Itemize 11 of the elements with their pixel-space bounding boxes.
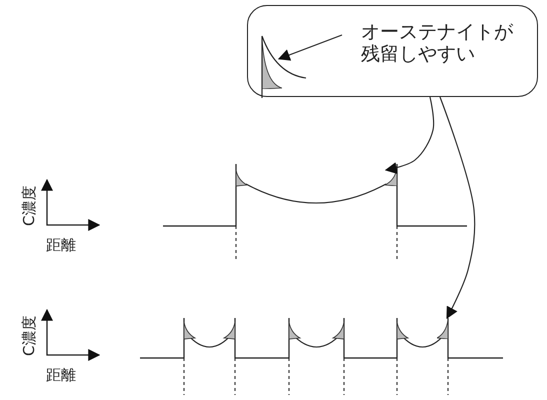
arrow (439, 96, 476, 320)
axis-label: C濃度 (20, 316, 39, 356)
arrow (278, 34, 342, 61)
retained-austenite-marker (437, 320, 448, 339)
axis-label: 距離 (46, 366, 76, 385)
axis-label: 距離 (46, 236, 76, 255)
callout-text: オーステナイトが残留しやすい (361, 21, 521, 71)
arrow (384, 96, 434, 174)
callout-box (247, 5, 538, 97)
axis-label: C濃度 (20, 186, 39, 226)
retained-austenite-marker (385, 168, 397, 186)
